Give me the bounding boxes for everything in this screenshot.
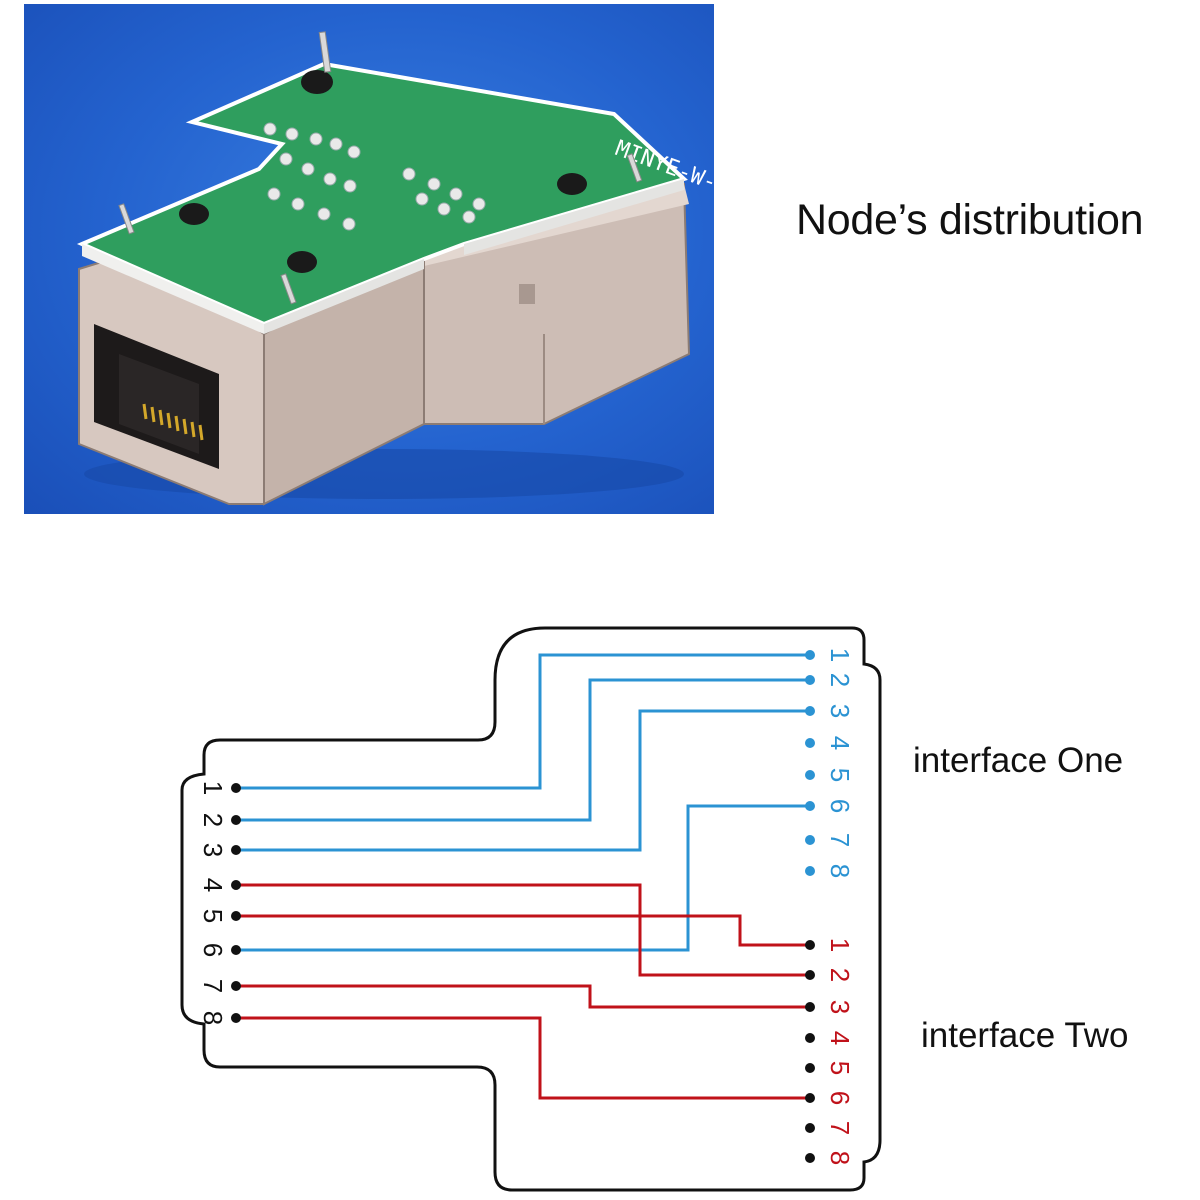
interface-two-pin-7 bbox=[805, 1123, 815, 1133]
wire-left-3-to-one-3 bbox=[236, 709, 810, 852]
interface-two-label: interface Two bbox=[921, 1016, 1129, 1055]
interface-one-pin-8 bbox=[805, 866, 815, 876]
left-pin-label-3: 3 bbox=[198, 843, 228, 857]
left-pin-label-1: 1 bbox=[198, 781, 228, 795]
interface-one-pin-label-7: 7 bbox=[825, 833, 855, 847]
wires bbox=[236, 653, 810, 1100]
left-pin-label-4: 4 bbox=[198, 878, 228, 892]
interface-one-pin-label-6: 6 bbox=[825, 799, 855, 813]
left-pin-7 bbox=[231, 981, 241, 991]
interface-two-pin-label-2: 2 bbox=[825, 968, 855, 982]
mounting-posts bbox=[179, 70, 587, 273]
interface-two-pin-4 bbox=[805, 1033, 815, 1043]
left-pin-3 bbox=[231, 845, 241, 855]
interface-two-pin-label-3: 3 bbox=[825, 1000, 855, 1014]
interface-one-pin-label-1: 1 bbox=[825, 648, 855, 662]
interface-one-pin-label-8: 8 bbox=[825, 864, 855, 878]
wire-left-4-to-two-2 bbox=[236, 883, 810, 977]
interface-one-pin-label-2: 2 bbox=[825, 673, 855, 687]
interface-two-pin-label-6: 6 bbox=[825, 1091, 855, 1105]
left-pin-4 bbox=[231, 880, 241, 890]
pins: 1 2 3 4 5 6 7 8 1 2 3 4 5 6 7 8 1 2 3 4 5 6 7 8 bbox=[198, 648, 855, 1165]
left-pin-1 bbox=[231, 783, 241, 793]
interface-two-pin-label-4: 4 bbox=[825, 1031, 855, 1045]
interface-one-label: interface One bbox=[913, 741, 1124, 780]
interface-one-pin-4 bbox=[805, 738, 815, 748]
left-pin-8 bbox=[231, 1013, 241, 1023]
interface-two-pin-8 bbox=[805, 1153, 815, 1163]
left-pin-label-7: 7 bbox=[198, 979, 228, 993]
interface-two-pin-1 bbox=[805, 940, 815, 950]
wire-left-1-to-one-1 bbox=[236, 653, 810, 790]
wire-left-5-to-two-1 bbox=[236, 914, 810, 947]
interface-one-pin-2 bbox=[805, 675, 815, 685]
interface-two-pin-label-7: 7 bbox=[825, 1121, 855, 1135]
product-photo: MINYE-W-02B bbox=[24, 4, 714, 514]
wire-left-8-to-two-6 bbox=[236, 1016, 810, 1100]
interface-two-pin-label-5: 5 bbox=[825, 1061, 855, 1075]
interface-two-pin-label-8: 8 bbox=[825, 1151, 855, 1165]
wire-left-6-to-one-6 bbox=[236, 804, 810, 952]
rj45-splitter-illustration: MINYE-W-02B bbox=[76, 31, 714, 506]
left-pin-label-8: 8 bbox=[198, 1011, 228, 1025]
left-pin-label-6: 6 bbox=[198, 943, 228, 957]
interface-one-pin-6 bbox=[805, 801, 815, 811]
wire-left-7-to-two-3 bbox=[236, 984, 810, 1009]
interface-two-pin-5 bbox=[805, 1063, 815, 1073]
interface-one-pin-1 bbox=[805, 650, 815, 660]
interface-two-pin-2 bbox=[805, 970, 815, 980]
green-pcb bbox=[76, 61, 688, 327]
adapter-outline bbox=[180, 626, 882, 1192]
interface-two-pin-3 bbox=[805, 1002, 815, 1012]
left-pin-label-5: 5 bbox=[198, 909, 228, 923]
interface-one-pin-5 bbox=[805, 770, 815, 780]
interface-one-pin-label-4: 4 bbox=[825, 736, 855, 750]
left-pin-2 bbox=[231, 815, 241, 825]
interface-one-pin-7 bbox=[805, 835, 815, 845]
interface-one-pin-3 bbox=[805, 706, 815, 716]
interface-one-pin-label-3: 3 bbox=[825, 704, 855, 718]
solder-pins bbox=[263, 122, 486, 231]
photo-caption: Node’s distribution bbox=[796, 196, 1144, 244]
interface-two-pin-label-1: 1 bbox=[825, 938, 855, 952]
interface-one-pin-label-5: 5 bbox=[825, 768, 855, 782]
left-pin-5 bbox=[231, 911, 241, 921]
left-pin-6 bbox=[231, 945, 241, 955]
left-pin-label-2: 2 bbox=[198, 813, 228, 827]
wire-left-2-to-one-2 bbox=[236, 678, 810, 822]
interface-two-pin-6 bbox=[805, 1093, 815, 1103]
